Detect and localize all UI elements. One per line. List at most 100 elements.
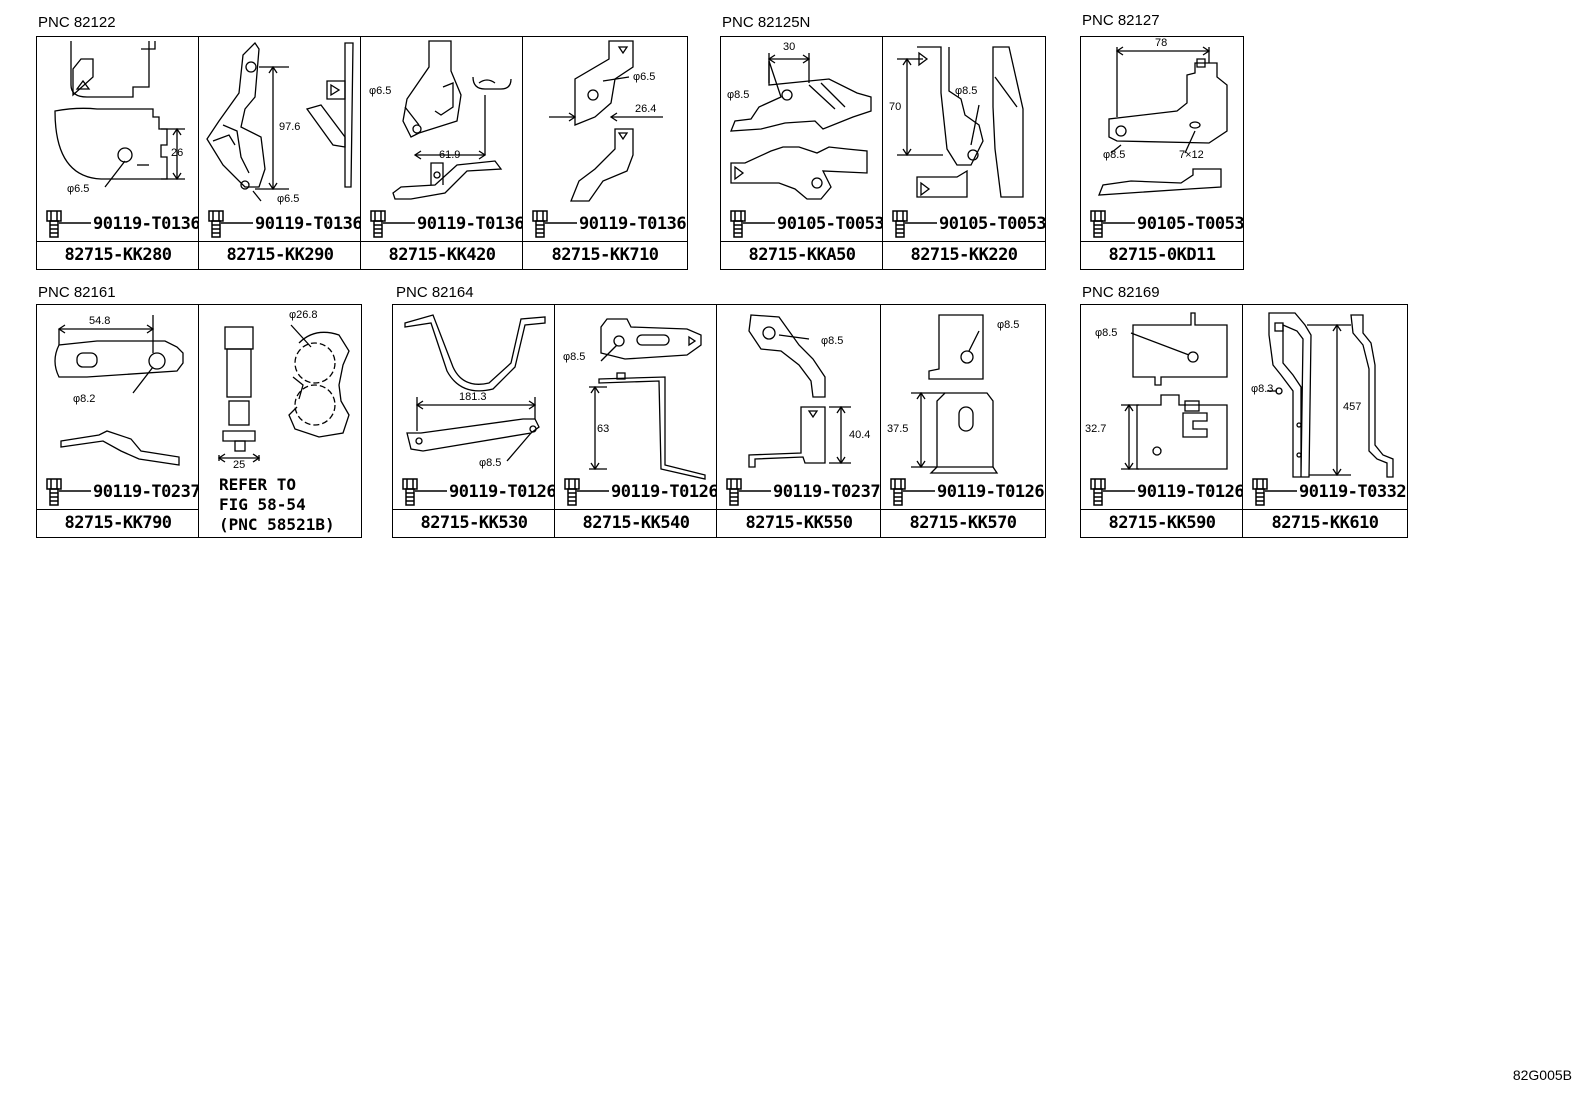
bracket-drawing-kk220 <box>897 46 1024 198</box>
part-number[interactable]: 82715-KKA50 <box>721 241 883 269</box>
dim-label: 26.4 <box>635 103 657 115</box>
part-cell-kk710[interactable]: φ6.5 26.4 90119-T0136 82715-KK710 <box>522 36 688 270</box>
bolt-part-number[interactable]: 90119-T0237 <box>93 482 201 502</box>
part-number[interactable]: 82715-KK220 <box>883 241 1045 269</box>
bracket-drawing-kk540 <box>589 318 706 480</box>
part-number[interactable]: 82715-KK550 <box>717 509 881 537</box>
part-cell-kk290[interactable]: 97.6 φ6.5 90119-T0136 82715-KK290 <box>198 36 363 270</box>
part-number[interactable]: 82715-KK530 <box>393 509 555 537</box>
part-cell-kk550[interactable]: φ8.5 40.4 90119-T0237 82715-KK550 <box>716 304 882 538</box>
bracket-drawing-kk550 <box>748 314 851 468</box>
group-label-pnc-82164: PNC 82164 <box>396 284 474 301</box>
dim-label: 32.7 <box>1085 423 1107 435</box>
bracket-drawing-kk710 <box>549 40 663 202</box>
clip-drawing <box>217 324 350 463</box>
diagram-code: 82G005B <box>1512 1067 1572 1083</box>
refer-line: (PNC 58521B) <box>219 515 335 534</box>
bracket-drawing-kk570 <box>911 314 999 474</box>
dim-label: φ26.8 <box>289 309 318 321</box>
dim-label: φ8.5 <box>955 85 978 97</box>
bolt-icon <box>890 478 935 506</box>
bolt-row: 90119-T0126 <box>395 477 557 507</box>
part-cell-kka50[interactable]: 30 φ8.5 90105-T0053 82715-KKA50 <box>720 36 885 270</box>
bolt-part-number[interactable]: 90119-T0126 <box>611 482 719 502</box>
bracket-drawing-kk610 <box>1267 312 1394 478</box>
dim-label: φ6.5 <box>67 183 90 195</box>
bolt-row: 90119-T0126 <box>557 477 719 507</box>
refer-line[interactable]: FIG 58-54 <box>219 495 306 514</box>
part-cell-kk590[interactable]: φ8.5 32.7 90119-T0126 82715-KK590 <box>1080 304 1245 538</box>
dim-label: φ8.5 <box>727 89 750 101</box>
dim-label: 25 <box>233 459 246 471</box>
bolt-part-number[interactable]: 90105-T0053 <box>939 214 1047 234</box>
bolt-part-number[interactable]: 90119-T0126 <box>1137 482 1245 502</box>
dim-label: φ8.3 <box>1251 383 1274 395</box>
dim-label: 40.4 <box>849 429 871 441</box>
bolt-icon <box>46 478 91 506</box>
bolt-part-number[interactable]: 90119-T0136 <box>255 214 363 234</box>
bracket-drawing-0kd11 <box>1098 46 1228 196</box>
bolt-part-number[interactable]: 90119-T0136 <box>579 214 687 234</box>
bolt-part-number[interactable]: 90105-T0053 <box>777 214 885 234</box>
part-number[interactable]: 82715-KK610 <box>1243 509 1407 537</box>
part-cell-kk420[interactable]: φ6.5 61.9 90119-T0136 82715-KK420 <box>360 36 525 270</box>
part-cell-kk790[interactable]: 54.8 φ8.2 90119-T0237 82715-KK790 <box>36 304 201 538</box>
part-number[interactable]: 82715-KK290 <box>199 241 361 269</box>
part-number[interactable]: 82715-KK570 <box>881 509 1045 537</box>
dim-label: 63 <box>597 423 610 435</box>
dim-label: φ6.5 <box>369 85 392 97</box>
dim-label: φ8.5 <box>821 335 844 347</box>
dim-label: φ8.2 <box>73 393 96 405</box>
part-cell-kk610[interactable]: φ8.3 457 90119-T0332 82715-KK610 <box>1242 304 1408 538</box>
bracket-drawing-kk590 <box>1121 312 1228 471</box>
bolt-icon <box>726 478 771 506</box>
part-number[interactable]: 82715-KK790 <box>37 509 199 537</box>
dim-label: 7×12 <box>1179 149 1204 161</box>
bolt-row: 90119-T0136 <box>525 209 687 239</box>
bolt-part-number[interactable]: 90119-T0237 <box>773 482 881 502</box>
part-number[interactable]: 82715-KK710 <box>523 241 687 269</box>
part-number[interactable]: 82715-KK590 <box>1081 509 1243 537</box>
bolt-row: 90119-T0136 <box>39 209 201 239</box>
part-cell-kk220[interactable]: 70 φ8.5 90105-T0053 82715-KK220 <box>882 36 1047 270</box>
part-cell-kk280[interactable]: 26 φ6.5 90119-T0136 82715-KK280 <box>36 36 201 270</box>
dim-label: 30 <box>783 41 796 53</box>
bolt-part-number[interactable]: 90119-T0332 <box>1299 482 1407 502</box>
bolt-part-number[interactable]: 90119-T0136 <box>417 214 525 234</box>
bolt-icon <box>892 210 937 238</box>
bolt-row: 90119-T0136 <box>201 209 363 239</box>
dim-label: 37.5 <box>887 423 909 435</box>
bolt-part-number[interactable]: 90119-T0126 <box>449 482 557 502</box>
bolt-row: 90105-T0053 <box>723 209 885 239</box>
dim-label: 457 <box>1343 401 1362 413</box>
group-label-pnc-82161: PNC 82161 <box>38 284 116 301</box>
bracket-drawing-kk290 <box>206 41 354 202</box>
part-cell-kk530[interactable]: 181.3 φ8.5 90119-T0126 82715-KK530 <box>392 304 557 538</box>
part-number[interactable]: 82715-KK420 <box>361 241 523 269</box>
part-number[interactable]: 82715-KK540 <box>555 509 717 537</box>
group-label-pnc-82122: PNC 82122 <box>38 14 116 31</box>
bolt-row: 90119-T0237 <box>719 477 881 507</box>
bracket-drawing-kk790 <box>54 315 184 466</box>
dim-label: φ8.5 <box>563 351 586 363</box>
part-cell-kk540[interactable]: φ8.5 63 90119-T0126 82715-KK540 <box>554 304 719 538</box>
bolt-row: 90105-T0053 <box>1083 209 1245 239</box>
dim-label: φ8.5 <box>1103 149 1126 161</box>
bolt-icon <box>1090 478 1135 506</box>
bolt-row: 90119-T0126 <box>883 477 1045 507</box>
part-number[interactable]: 82715-0KD11 <box>1081 241 1243 269</box>
bracket-drawing-kk530 <box>404 314 546 462</box>
bolt-row: 90105-T0053 <box>885 209 1047 239</box>
group-label-pnc-82169: PNC 82169 <box>1082 284 1160 301</box>
bolt-icon <box>402 478 447 506</box>
part-number[interactable]: 82715-KK280 <box>37 241 199 269</box>
bolt-part-number[interactable]: 90119-T0136 <box>93 214 201 234</box>
refer-note: REFER TO FIG 58-54 (PNC 58521B) <box>219 475 335 535</box>
part-cell-refer[interactable]: φ26.8 25 REFER TO FIG 58-54 (PNC 58521B) <box>198 304 362 538</box>
bolt-part-number[interactable]: 90105-T0053 <box>1137 214 1245 234</box>
bolt-part-number[interactable]: 90119-T0126 <box>937 482 1045 502</box>
part-cell-kk570[interactable]: φ8.5 37.5 90119-T0126 82715-KK570 <box>880 304 1046 538</box>
part-cell-0kd11[interactable]: 78 φ8.5 7×12 90105-T0053 82715-0KD11 <box>1080 36 1245 270</box>
dim-label: 181.3 <box>459 391 487 403</box>
dim-label: 54.8 <box>89 315 111 327</box>
